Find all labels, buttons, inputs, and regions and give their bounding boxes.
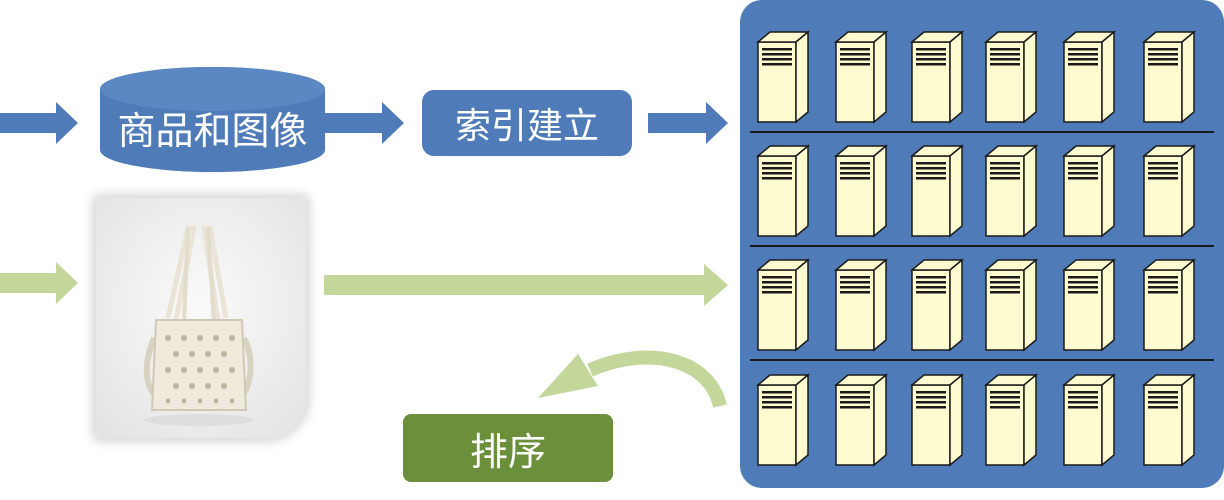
server-tower-icon	[909, 258, 965, 352]
server-tower-icon	[909, 30, 965, 124]
server-tower-icon	[983, 258, 1039, 352]
server-tower-icon	[1061, 144, 1117, 238]
server-tower-icon	[983, 144, 1039, 238]
server-tower-icon	[983, 30, 1039, 124]
server-tower-icon	[1141, 373, 1197, 467]
server-tower-icon	[909, 144, 965, 238]
arrow-db-to-index	[324, 102, 404, 144]
server-tower-icon	[1141, 144, 1197, 238]
server-tower-icon	[833, 373, 889, 467]
server-tower-icon	[1141, 258, 1197, 352]
input-arrow-blue	[0, 102, 78, 144]
server-tower-icon	[833, 258, 889, 352]
return-curved-arrow	[538, 350, 727, 408]
server-cluster	[740, 0, 1224, 488]
server-tower-icon	[1141, 30, 1197, 124]
handbag-icon	[96, 198, 306, 438]
product-photo	[96, 198, 306, 438]
database-cylinder-icon	[100, 67, 325, 172]
server-grid	[750, 30, 1214, 467]
input-arrow-green	[0, 262, 78, 304]
arrow-index-to-cluster	[648, 102, 728, 144]
index-build-box: 索引建立	[422, 90, 632, 156]
database-label: 商品和图像	[117, 109, 308, 153]
server-tower-icon	[755, 258, 811, 352]
server-tower-icon	[1061, 258, 1117, 352]
server-tower-icon	[1061, 30, 1117, 124]
server-tower-icon	[755, 144, 811, 238]
server-tower-icon	[755, 373, 811, 467]
server-tower-icon	[1061, 373, 1117, 467]
server-tower-icon	[983, 373, 1039, 467]
server-tower-icon	[833, 144, 889, 238]
arrow-query-to-cluster	[324, 264, 728, 306]
sort-box: 排序	[403, 414, 613, 482]
server-tower-icon	[909, 373, 965, 467]
server-tower-icon	[833, 30, 889, 124]
server-tower-icon	[755, 30, 811, 124]
